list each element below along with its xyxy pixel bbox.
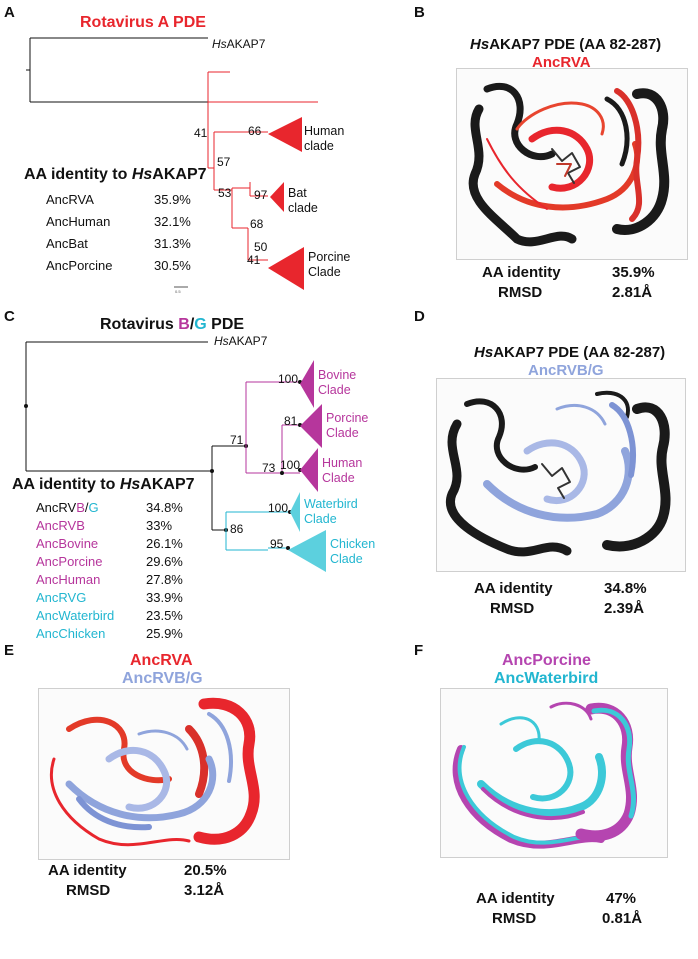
panel-a-bootstrap-0: 66 (248, 124, 262, 138)
panel-c-letter: C (4, 308, 15, 325)
panel-d-rmsd-label: RMSD (490, 600, 535, 617)
panel-c-identity-value-1: 33% (146, 518, 173, 533)
panel-a-bootstrap-1: 41 (194, 126, 208, 140)
panel-c-bootstrap-3: 73 (262, 461, 276, 475)
panel-c-bootstrap-2: 81 (284, 414, 298, 428)
panel-e-rmsd-label: RMSD (66, 882, 111, 899)
panel-a-bootstrap-7: 41 (247, 253, 261, 267)
panel-a-bootstrap-6: 50 (254, 240, 268, 254)
panel-b-identity-label: AA identity (482, 264, 561, 281)
panel-e-structure-frame (38, 688, 290, 860)
panel-f-identity-label: AA identity (476, 890, 555, 907)
panel-c-clade-chicken: Chicken Clade (330, 537, 376, 566)
panel-e-title-1: AncRVA (130, 652, 193, 669)
panel-c-identity-value-0: 34.8% (146, 500, 183, 515)
panel-a-identity-heading: AA identity to HsAKAP7 (24, 166, 207, 183)
panel-b-subtitle: AncRVA (532, 54, 591, 71)
panel-c-identity-name-5: AncRVG (36, 590, 87, 605)
panel-d-structure (445, 390, 671, 557)
panel-e-identity-value: 20.5% (184, 862, 227, 879)
panel-c-identity-heading: AA identity to HsAKAP7 (12, 476, 195, 493)
panel-d-title: HsAKAP7 PDE (AA 82-287) (474, 344, 666, 361)
panel-c-identity-name-2: AncBovine (36, 536, 99, 551)
panel-a-scale-label: 0.5 (175, 289, 181, 294)
panel-a-identity-value-0: 35.9% (154, 192, 191, 207)
panel-a-letter: A (4, 4, 15, 21)
panel-c-identity-name-4: AncHuman (36, 572, 101, 587)
panel-c-title: Rotavirus B/G PDE (100, 316, 245, 333)
panel-d-identity-label: AA identity (474, 580, 553, 597)
panel-c-identity-value-6: 23.5% (146, 608, 183, 623)
panel-c-clade-human: Human Clade (322, 456, 363, 485)
panel-c-identity-value-7: 25.9% (146, 626, 183, 641)
panel-c-bootstrap-1: 71 (230, 433, 244, 447)
panel-b-rmsd-label: RMSD (498, 284, 543, 301)
panel-a-clade-porcine: Porcine Clade (308, 250, 351, 279)
panel-a-identity-name-3: AncPorcine (46, 258, 113, 273)
panel-d-identity-value: 34.8% (604, 580, 647, 597)
panel-c-clade-waterbird: Waterbird Clade (304, 497, 358, 526)
panel-c-identity-value-4: 27.8% (146, 572, 183, 587)
panel-c-bootstrap-4: 100 (280, 458, 301, 472)
panel-b-structure (468, 83, 670, 247)
panel-b-rmsd-value: 2.81Å (612, 284, 653, 301)
panel-f-structure-frame (440, 688, 668, 858)
panel-b-letter: B (414, 4, 425, 21)
panel-b-title: HsAKAP7 PDE (AA 82-287) (470, 36, 662, 53)
panel-d-structure-frame (436, 378, 686, 572)
panel-a-clade-human: Human clade (304, 124, 345, 153)
panel-a-identity-value-3: 30.5% (154, 258, 191, 273)
panel-f-identity-value: 47% (606, 890, 637, 907)
panel-f-rmsd-value: 0.81Å (602, 910, 643, 927)
panel-c-identity-name-1: AncRVB (36, 518, 85, 533)
panel-c-bootstrap-5: 100 (268, 501, 289, 515)
panel-e-letter: E (4, 642, 15, 659)
panel-f-title-1: AncPorcine (502, 652, 591, 669)
panel-f-rmsd-label: RMSD (492, 910, 537, 927)
panel-f-letter: F (414, 642, 424, 659)
panel-d-rmsd-value: 2.39Å (604, 600, 645, 617)
panel-a-clade-bat: Bat clade (288, 186, 318, 215)
panel-a-identity-value-1: 32.1% (154, 214, 191, 229)
panel-f-structure (452, 701, 638, 849)
panel-a-identity-name-0: AncRVA (46, 192, 94, 207)
panel-d-subtitle: AncRVB/G (528, 362, 604, 379)
panel-c-clade-porcine: Porcine Clade (326, 411, 369, 440)
panel-a-bootstrap-3: 97 (254, 188, 268, 202)
panel-a-bootstrap-5: 68 (250, 217, 264, 231)
panel-a-bootstrap-4: 53 (218, 186, 232, 200)
panel-c-outgroup: HsAKAP7 (214, 334, 268, 348)
panel-e-identity-label: AA identity (48, 862, 127, 879)
panel-a-bootstrap-2: 57 (217, 155, 231, 169)
panel-c-identity-name-7: AncChicken (36, 626, 106, 641)
panel-a-outgroup: HsAKAP7 (212, 37, 266, 51)
panel-d-letter: D (414, 308, 425, 325)
panel-c-bootstrap-7: 95 (270, 537, 284, 551)
panel-a-identity-name-1: AncHuman (46, 214, 111, 229)
panel-c-identity-name-6: AncWaterbird (36, 608, 115, 623)
panel-b-structure-frame (456, 68, 688, 260)
panel-e-structure (49, 697, 260, 847)
panel-c-identity-name-0: AncRVB/G (36, 500, 99, 515)
panel-a-identity-name-2: AncBat (46, 236, 88, 251)
panel-b-identity-value: 35.9% (612, 264, 655, 281)
panel-c-identity-value-3: 29.6% (146, 554, 183, 569)
panel-f-title-2: AncWaterbird (494, 670, 599, 687)
panel-c-clade-bovine: Bovine Clade (318, 368, 357, 397)
panel-a-identity-value-2: 31.3% (154, 236, 191, 251)
panel-a-title: Rotavirus A PDE (80, 14, 206, 31)
panel-c-identity-value-2: 26.1% (146, 536, 183, 551)
panel-c-identity-value-5: 33.9% (146, 590, 183, 605)
panel-e-title-2: AncRVB/G (122, 670, 203, 687)
panel-c-bootstrap-0: 100 (278, 372, 299, 386)
panel-c-identity-name-3: AncPorcine (36, 554, 103, 569)
panel-e-rmsd-value: 3.12Å (184, 882, 225, 899)
panel-c-bootstrap-6: 86 (230, 522, 244, 536)
